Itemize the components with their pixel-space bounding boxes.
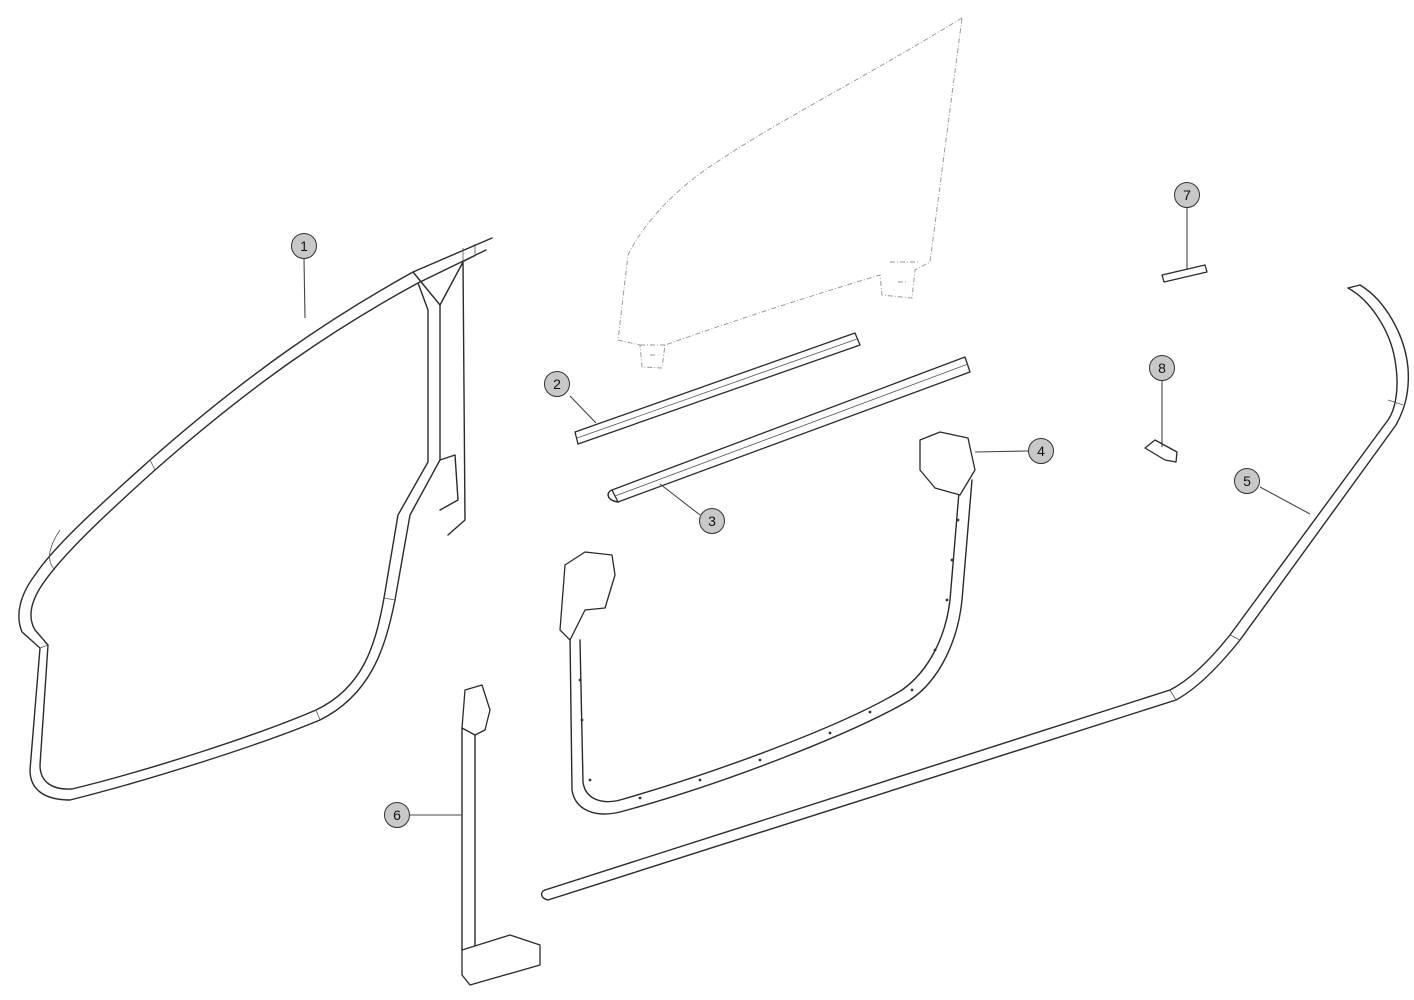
callout-8-label: 8 bbox=[1158, 360, 1166, 376]
callout-1: 1 bbox=[291, 233, 317, 259]
part-1-door-frame-seal bbox=[18, 237, 493, 801]
part-5-body-side-seal bbox=[540, 284, 1410, 901]
callout-2: 2 bbox=[544, 371, 570, 397]
callout-3-label: 3 bbox=[708, 513, 716, 529]
callout-4: 4 bbox=[1028, 438, 1054, 464]
leader-1 bbox=[303, 258, 306, 319]
callout-7-label: 7 bbox=[1183, 187, 1191, 203]
callout-7: 7 bbox=[1174, 182, 1200, 208]
callout-3: 3 bbox=[699, 508, 725, 534]
callout-5: 5 bbox=[1234, 468, 1260, 494]
leader-lines bbox=[303, 208, 1311, 816]
callout-6-label: 6 bbox=[393, 807, 401, 823]
leader-3 bbox=[659, 483, 701, 516]
part-2-inner-belt-strip bbox=[574, 332, 861, 445]
callout-2-label: 2 bbox=[553, 376, 561, 392]
callout-6: 6 bbox=[384, 802, 410, 828]
callout-4-label: 4 bbox=[1037, 443, 1045, 459]
callout-5-label: 5 bbox=[1243, 473, 1251, 489]
callout-1-label: 1 bbox=[300, 238, 308, 254]
callout-8: 8 bbox=[1149, 355, 1175, 381]
leader-4 bbox=[974, 450, 1029, 453]
part-4-door-seal bbox=[559, 431, 976, 815]
part-7-small-strip bbox=[1161, 264, 1208, 283]
part-3-outer-belt-strip bbox=[607, 356, 971, 503]
leader-5 bbox=[1259, 486, 1311, 515]
door-glass bbox=[617, 17, 963, 369]
part-8-clip bbox=[1144, 439, 1178, 463]
leader-2 bbox=[569, 395, 597, 424]
part-6-pillar-seal bbox=[461, 684, 541, 986]
